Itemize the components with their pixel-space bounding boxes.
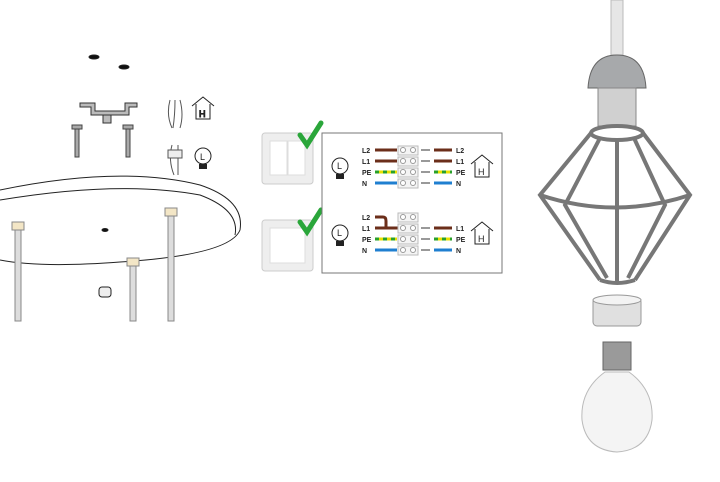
lamp-base: [336, 174, 344, 179]
wire-l2-bridge: [375, 215, 398, 230]
terminal-block: [397, 234, 419, 245]
house-symbol: H: [478, 167, 485, 177]
terminal-label-left: L2: [362, 148, 370, 155]
terminal-screw: [400, 214, 406, 220]
terminal-label-left: L1: [362, 159, 370, 166]
terminal-screw: [410, 180, 416, 186]
checkmark-icon: [297, 120, 324, 237]
terminal-label-left: PE: [362, 170, 372, 177]
mounting-bracket-icon: [79, 102, 138, 124]
terminal-label-right: L1: [456, 226, 464, 233]
terminal-screw: [410, 214, 416, 220]
terminal-screw: [410, 158, 416, 164]
terminal-label-right: PE: [456, 237, 466, 244]
terminal-block: [397, 245, 419, 256]
lamp-holder-icon: [587, 0, 647, 127]
terminal-screw: [400, 158, 406, 164]
lamp-icon: L: [194, 147, 212, 169]
terminal-screw: [400, 247, 406, 253]
house-icon: [470, 154, 494, 178]
svg-text:H: H: [199, 109, 206, 119]
switch-icon: [261, 132, 314, 272]
terminal-label-left: N: [362, 181, 367, 188]
terminal-block: [397, 156, 419, 167]
terminal-label-right: L2: [456, 148, 464, 155]
lamp-base: [336, 241, 344, 246]
lamp-symbol: L: [337, 161, 342, 171]
house-icon: H: [191, 96, 215, 120]
terminal-label-right: N: [456, 181, 461, 188]
screw-icon: [71, 124, 134, 158]
terminal-screw: [410, 236, 416, 242]
terminal-label-right: PE: [456, 170, 466, 177]
terminal-screw: [410, 147, 416, 153]
terminal-label-right: N: [456, 248, 461, 255]
terminal-screw: [410, 247, 416, 253]
terminal-label-left: L1: [362, 226, 370, 233]
terminal-screw: [400, 169, 406, 175]
terminal-screw: [400, 225, 406, 231]
terminal-block: [397, 167, 419, 178]
ring-nut-icon: [592, 294, 642, 327]
ceiling-canopy-icon: [0, 54, 241, 298]
wire-bundle-icon: [167, 99, 183, 176]
terminal-label-left: N: [362, 248, 367, 255]
bulb-icon: [581, 341, 653, 453]
terminal-block: [397, 223, 419, 234]
terminal-screw: [410, 169, 416, 175]
house-icon: [470, 221, 494, 245]
cage-shade-icon: [537, 124, 693, 285]
terminal-screw: [400, 236, 406, 242]
terminal-screw: [400, 147, 406, 153]
terminal-block: [397, 212, 419, 223]
svg-text:L: L: [200, 152, 205, 162]
terminal-block: [397, 178, 419, 189]
terminal-screw: [400, 180, 406, 186]
pendant-cable-icon: [11, 207, 178, 322]
house-symbol: H: [478, 234, 485, 244]
terminal-label-left: L2: [362, 215, 370, 222]
terminal-label-left: PE: [362, 237, 372, 244]
lamp-symbol: L: [337, 228, 342, 238]
terminal-block: [397, 145, 419, 156]
terminal-label-right: L1: [456, 159, 464, 166]
terminal-screw: [410, 225, 416, 231]
